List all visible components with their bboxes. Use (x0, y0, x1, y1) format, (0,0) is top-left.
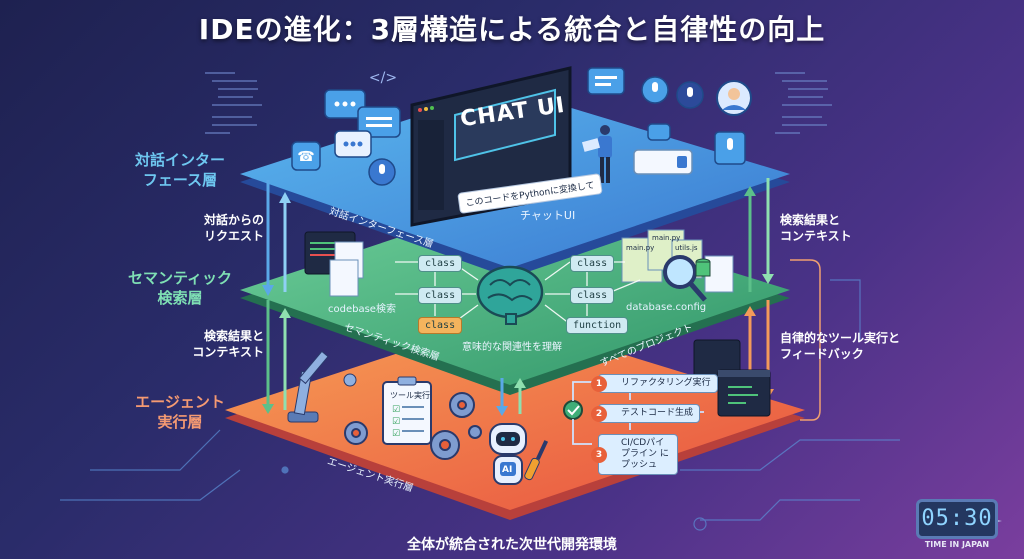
brain-icon (476, 265, 544, 325)
agent-elements: ☑ ☑ ☑ (287, 339, 771, 485)
footer-caption: 全体が統合された次世代開発環境 (407, 537, 617, 553)
step-label: CI/CDパイプライン にプッシュ (621, 438, 669, 470)
flow-label-right-lower: 自律的なツール実行と フィードバック (780, 330, 900, 362)
feedback-loop-line (790, 259, 821, 421)
flow-label-line: リクエスト (203, 229, 264, 243)
phone-icon (291, 141, 321, 171)
file-label: main.py (652, 234, 681, 242)
flow-label-line: 検索結果と (780, 213, 841, 227)
file-label: main.py (626, 244, 655, 252)
step-label: テストコード生成 (621, 408, 694, 418)
step-item: 3 CI/CDパイプライン にプッシュ (591, 434, 678, 475)
chat-bubble-icon (357, 106, 401, 138)
side-label-agent: エージェント 実行層 (125, 392, 235, 432)
flow-label-line: 自律的なツール実行と (780, 331, 901, 345)
step-item: 1 リファクタリング実行 (591, 374, 718, 393)
svg-text:☑: ☑ (392, 429, 400, 439)
flow-label-line: コンテキスト (780, 229, 852, 243)
flow-label-left-lower: 検索結果と コンテキスト (184, 328, 264, 360)
code-window-icon (693, 339, 771, 417)
file-label: utils.js (675, 244, 698, 252)
class-node: class (418, 287, 463, 304)
step-number: 2 (591, 405, 607, 422)
chat-bubble-icon (647, 123, 671, 141)
class-node: class (570, 255, 615, 272)
side-label-line: フェース層 (142, 171, 218, 189)
side-label-line: セマンティック (127, 269, 233, 287)
magnifier-icon (663, 255, 697, 289)
interface-right-icons (581, 67, 752, 183)
clock-caption: TIME IN JAPAN (924, 540, 990, 549)
database-icon (695, 258, 711, 277)
code-decoration (205, 72, 832, 134)
flow-label-left-upper: 対話からの リクエスト (196, 212, 264, 244)
svg-text:☎: ☎ (297, 149, 314, 165)
step-item: 2 テストコード生成 (591, 404, 701, 423)
flow-label-line: フィードバック (780, 347, 864, 361)
svg-text:☑: ☑ (392, 417, 400, 427)
robot-arm-icon (287, 350, 357, 423)
side-label-line: 実行層 (157, 413, 203, 431)
semantic-elements (304, 229, 734, 325)
step-label: リファクタリング実行 (621, 378, 711, 388)
class-node: class (570, 287, 615, 304)
class-node-highlighted: class (418, 317, 463, 334)
flow-label-line: 対話からの (203, 213, 264, 227)
side-label-semantic: セマンティック 検索層 (125, 268, 235, 308)
side-label-line: 対話インター (134, 151, 225, 169)
message-input-icon (633, 149, 693, 175)
flow-label-line: 検索結果と (203, 329, 264, 343)
message-icon (587, 67, 625, 95)
gear-icon (344, 392, 482, 460)
step-number: 1 (591, 375, 607, 392)
function-node: function (566, 317, 629, 334)
clipboard-icon: ☑ ☑ ☑ (382, 376, 432, 445)
class-node: class (418, 255, 463, 272)
flow-arrows-left (262, 180, 291, 414)
flow-label-right-upper: 検索結果と コンテキスト (780, 212, 852, 244)
chat-ui-label: チャットUI (520, 209, 576, 222)
agent-layer-plate (225, 318, 805, 520)
circuit-decoration (60, 279, 900, 531)
code-tag-icon: </> (369, 70, 397, 86)
person-icon (581, 125, 612, 183)
semantic-center-label: 意味的な関連性を理解 (462, 342, 562, 353)
check-icon (563, 400, 583, 420)
flow-label-line: コンテキスト (192, 345, 264, 359)
codebase-search-label: codebase検索 (328, 304, 396, 315)
screwdriver-icon (524, 440, 549, 481)
page-title: IDEの進化：3層構造による統合と自律性の向上 (198, 13, 826, 46)
clipboard-title: ツール実行 (390, 391, 430, 400)
svg-text:☑: ☑ (392, 405, 400, 415)
side-label-line: 検索層 (157, 289, 203, 307)
robot-icon (489, 423, 527, 485)
side-label-line: エージェント (135, 393, 225, 411)
robot-ai-badge: AI (502, 465, 513, 475)
side-label-interface: 対話インター フェース層 (125, 150, 235, 190)
database-config-label: database.config (626, 302, 707, 313)
document-icon (329, 259, 359, 297)
chat-bubbles-cluster: ☎ </> (291, 70, 401, 186)
step-number: 3 (591, 446, 607, 463)
clock-display: 05:30 (916, 499, 998, 539)
center-arrows (496, 378, 526, 416)
